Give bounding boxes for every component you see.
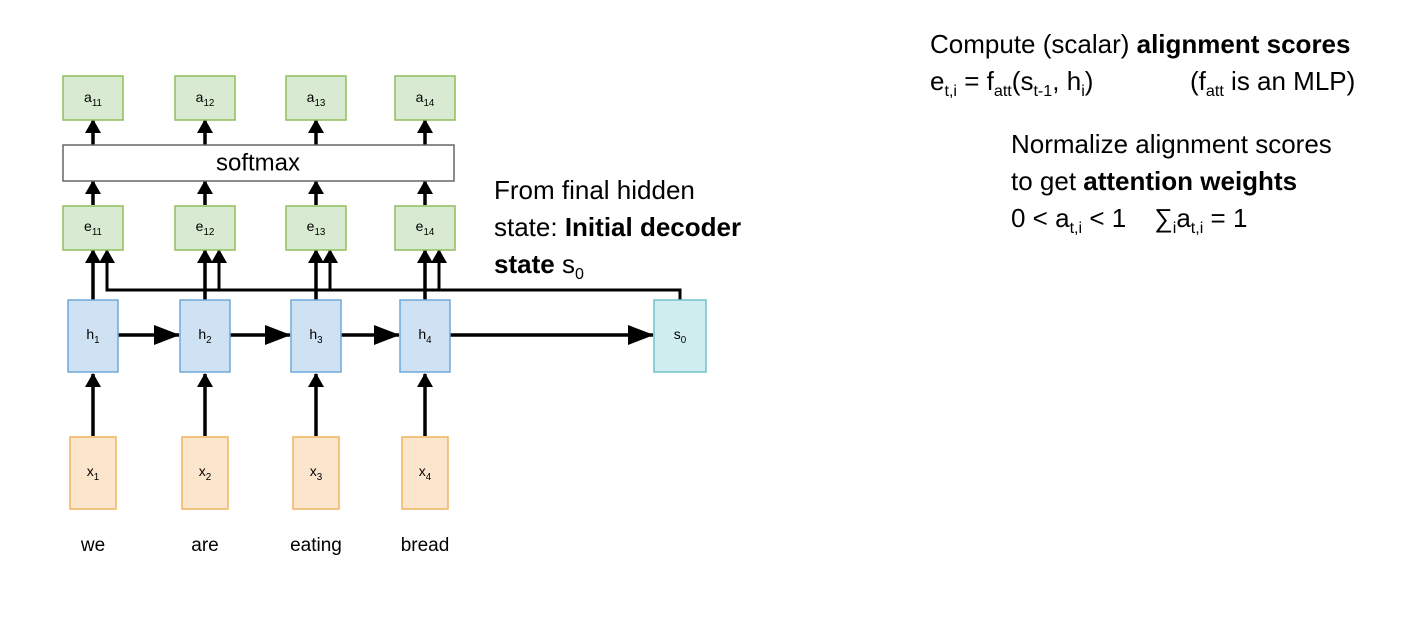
hidden-node-h2	[179, 299, 231, 373]
hidden-node-h4	[399, 299, 451, 373]
input-node-x1	[69, 436, 117, 510]
score-node-e12	[174, 205, 236, 251]
weight-node-a11	[62, 75, 124, 121]
score-node-e11	[62, 205, 124, 251]
score-node-e14	[394, 205, 456, 251]
weight-node-a14	[394, 75, 456, 121]
hidden-node-h3	[290, 299, 342, 373]
input-node-x2	[181, 436, 229, 510]
input-word-1: we	[80, 535, 105, 556]
hidden-label-h3: h3	[309, 326, 323, 346]
score-label-e11: e11	[84, 218, 102, 238]
hidden-node-h1	[67, 299, 119, 373]
normalize-caption: Normalize alignment scores to get attent…	[1011, 126, 1332, 247]
normalize-line2: to get attention weights	[1011, 166, 1298, 196]
weight-label-a14: a14	[416, 89, 435, 109]
alignment-caption: Compute (scalar) alignment scores et,i =…	[930, 26, 1355, 110]
weight-label-a12: a12	[196, 89, 215, 109]
alignment-title: Compute (scalar) alignment scores	[930, 29, 1351, 59]
input-word-2: are	[191, 535, 218, 556]
weight-node-a13	[285, 75, 347, 121]
input-word-4: bread	[401, 535, 450, 556]
input-node-x3	[292, 436, 340, 510]
input-label-x2: x2	[199, 463, 211, 483]
input-label-x3: x3	[310, 463, 323, 483]
input-word-3: eating	[290, 535, 342, 556]
s0-feedback-line	[105, 250, 682, 300]
score-label-e14: e14	[416, 218, 435, 238]
input-node-x4	[401, 436, 449, 510]
decoder-state-label: s0	[674, 326, 687, 346]
initial-state-line2: state: Initial decoder	[494, 212, 742, 242]
nodes-layer: x1 we x2 are x3 eating x4 bread h1 h2 h3 h4 s0 e11 e12…	[62, 75, 707, 556]
mlp-note: (fatt is an MLP)	[1190, 66, 1356, 101]
weight-node-a12	[174, 75, 236, 121]
initial-state-line1: From final hidden	[494, 175, 695, 205]
decoder-state-node	[653, 299, 707, 373]
score-label-e13: e13	[307, 218, 326, 238]
input-label-x1: x1	[87, 463, 99, 483]
input-label-x4: x4	[419, 463, 432, 483]
alignment-formula: et,i = fatt(st-1, hi) (fatt is an MLP)	[930, 63, 1355, 110]
score-node-e13	[285, 205, 347, 251]
score-label-e12: e12	[196, 218, 215, 238]
normalize-constraints: 0 < at,i < 1∑iat,i = 1	[1011, 203, 1248, 238]
initial-state-caption: From final hidden state: Initial decoder…	[494, 172, 741, 293]
hidden-label-h4: h4	[418, 326, 432, 346]
weight-label-a13: a13	[307, 89, 326, 109]
initial-state-line3: state s0	[494, 249, 584, 284]
arrows-layer	[85, 119, 682, 436]
weight-label-a11: a11	[84, 89, 102, 109]
softmax-label: softmax	[216, 149, 300, 176]
hidden-label-h1: h1	[86, 326, 99, 346]
softmax-box	[62, 144, 455, 182]
normalize-line1: Normalize alignment scores	[1011, 129, 1332, 159]
hidden-label-h2: h2	[198, 326, 211, 346]
